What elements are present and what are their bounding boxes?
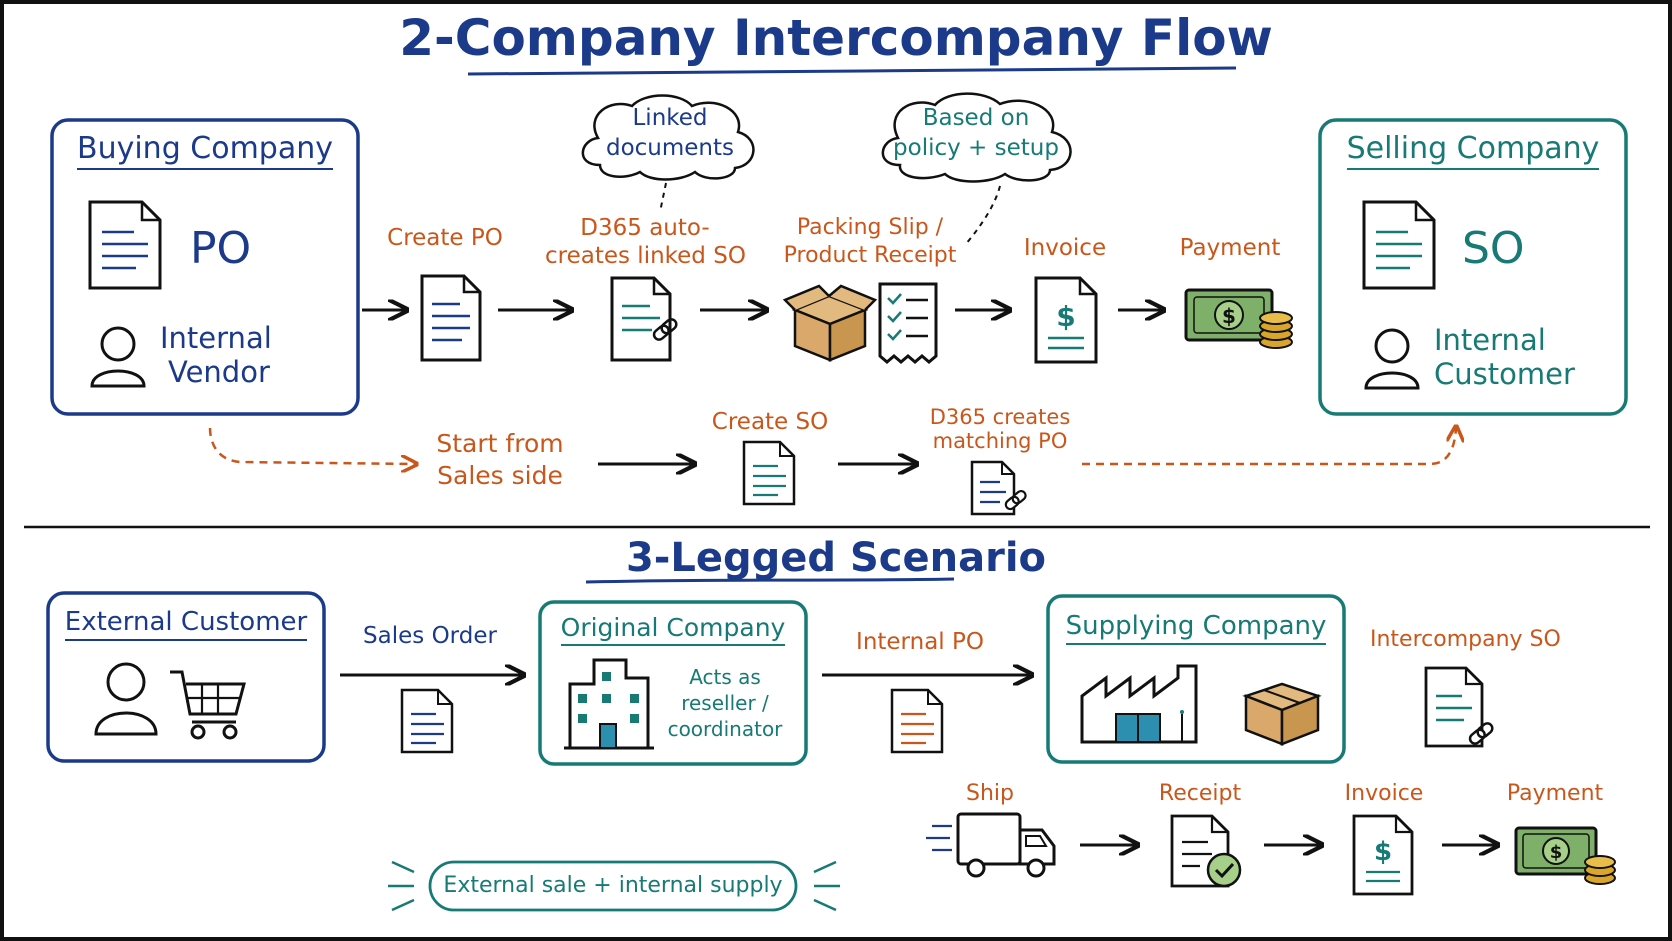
selling-company-heading-text: Selling Company	[1346, 131, 1600, 170]
policy-setup-line2: policy + setup	[893, 135, 1059, 161]
matching-po-chain-icon	[1004, 489, 1027, 511]
create-so-document-icon	[742, 440, 796, 506]
external-sale-banner	[428, 860, 798, 912]
cloud-pointer-linked	[659, 182, 667, 213]
linked-documents-line1: Linked	[632, 105, 708, 131]
supplying-company-box	[1046, 594, 1346, 764]
intercompany-so-document-icon	[1424, 666, 1484, 748]
internal-customer-person-icon	[1364, 328, 1420, 390]
banner-sparkles-right	[813, 860, 840, 912]
receipt-label: Receipt	[1158, 781, 1242, 806]
svg-text:$: $	[1550, 842, 1563, 863]
shopping-cart-icon	[170, 670, 246, 740]
internal-po-label: Internal PO	[856, 629, 984, 655]
linked-documents-cloud	[581, 94, 755, 181]
bottom-invoice-label: Invoice	[1344, 781, 1424, 806]
internal-vendor-person-icon	[90, 326, 146, 388]
external-customer-heading: External Customer	[48, 607, 324, 641]
buying-po-label: PO	[190, 223, 252, 274]
cloud-pointer-policy	[964, 185, 1001, 246]
packing-slip-label-line2: Product Receipt	[783, 243, 957, 268]
receipt-check-document-icon	[1170, 814, 1242, 888]
factory-icon	[1080, 664, 1198, 744]
matching-po-document-icon	[970, 460, 1016, 516]
svg-text:$: $	[1374, 837, 1392, 867]
original-company-heading: Original Company	[540, 613, 806, 646]
selling-company-box	[1318, 118, 1628, 416]
external-customer-person-icon	[94, 662, 158, 736]
matching-po-label-line1: D365 creates	[929, 405, 1071, 429]
bottom-invoice-dollar-icon: $	[1352, 814, 1414, 896]
ship-label: Ship	[966, 781, 1014, 806]
svg-text:$: $	[1222, 304, 1236, 328]
payment-money-icon: $	[1184, 288, 1293, 349]
payment-label: Payment	[1179, 235, 1281, 261]
buying-company-box	[50, 118, 360, 416]
auto-so-label-line2: creates linked SO	[545, 243, 746, 269]
policy-setup-cloud	[881, 92, 1072, 183]
cardboard-box-icon	[782, 284, 878, 362]
acts-as-line3: coordinator	[667, 717, 783, 741]
invoice-dollar-document-icon: $	[1034, 276, 1098, 364]
external-sale-banner-text: External sale + internal supply	[443, 873, 783, 898]
title-underline	[467, 66, 1237, 76]
delivery-truck-icon	[926, 812, 1056, 878]
internal-vendor-label-line2: Vendor	[168, 355, 270, 389]
internal-customer-label-line2: Customer	[1434, 357, 1575, 391]
external-customer-heading-text: External Customer	[64, 607, 308, 641]
dashed-arrow-buying-to-start	[208, 427, 415, 464]
create-po-label: Create PO	[387, 225, 503, 251]
create-po-document-icon	[420, 274, 482, 362]
internal-vendor-label-line1: Internal	[160, 321, 272, 355]
original-company-box	[538, 600, 808, 766]
supplying-company-heading-text: Supplying Company	[1065, 611, 1327, 645]
chain-link-icon	[652, 318, 678, 341]
sales-order-label: Sales Order	[363, 623, 497, 649]
selling-company-heading: Selling Company	[1320, 131, 1626, 170]
buying-company-heading: Buying Company	[52, 131, 358, 170]
three-legged-underline	[585, 577, 955, 584]
supplying-company-heading: Supplying Company	[1048, 611, 1344, 645]
office-building-icon	[564, 658, 654, 750]
start-sales-side-line2: Sales side	[437, 461, 563, 490]
acts-as-line2: reseller /	[681, 691, 769, 715]
intercompany-so-label: Intercompany SO	[1370, 627, 1561, 652]
banner-sparkles-left	[388, 860, 415, 912]
checklist-receipt-icon	[878, 282, 938, 364]
linked-documents-line2: documents	[605, 135, 735, 161]
sales-order-document-icon	[400, 688, 454, 754]
buying-po-document-icon	[88, 200, 162, 290]
linked-so-document-icon	[610, 276, 672, 362]
bottom-payment-money-icon: $	[1514, 826, 1616, 885]
internal-customer-label-line1: Internal	[1434, 323, 1546, 357]
bottom-payment-label: Payment	[1506, 781, 1604, 806]
packing-slip-label-line1: Packing Slip /	[796, 215, 944, 240]
acts-as-line1: Acts as	[689, 665, 761, 689]
dashed-arrow-matchingpo-to-selling	[1082, 428, 1456, 466]
external-customer-box	[46, 591, 326, 763]
selling-so-document-icon	[1362, 200, 1436, 290]
intercompany-chain-icon	[1468, 722, 1494, 745]
policy-setup-line1: Based on	[922, 105, 1030, 131]
supplying-box-icon	[1242, 682, 1322, 746]
page-title: 2-Company Intercompany Flow	[399, 9, 1273, 67]
three-legged-heading: 3-Legged Scenario	[625, 535, 1047, 581]
invoice-label: Invoice	[1023, 235, 1107, 261]
svg-text:$: $	[1056, 300, 1075, 333]
original-company-heading-text: Original Company	[560, 613, 786, 646]
internal-po-document-icon	[890, 688, 944, 754]
create-so-label: Create SO	[711, 409, 829, 435]
buying-company-heading-text: Buying Company	[77, 131, 333, 170]
start-sales-side-line1: Start from	[436, 429, 564, 458]
auto-so-label-line1: D365 auto-	[580, 215, 710, 241]
selling-so-label: SO	[1462, 223, 1525, 274]
matching-po-label-line2: matching PO	[932, 429, 1068, 453]
